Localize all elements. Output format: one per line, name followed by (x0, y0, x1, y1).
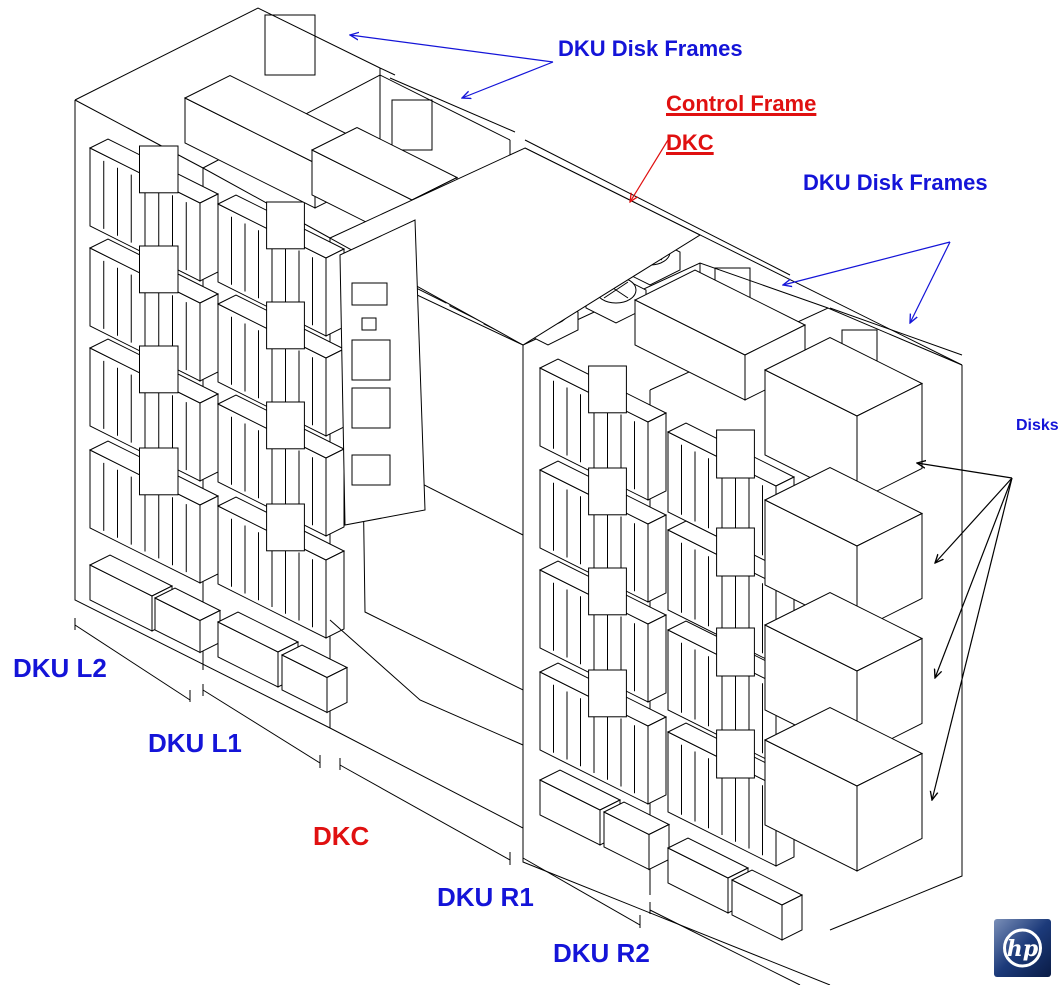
dku-disk-frames-right-label: DKU Disk Frames (803, 170, 988, 195)
control-frame-label: Control Frame (666, 91, 817, 116)
disk-drawer (216, 496, 346, 639)
dkc-top-panel (328, 147, 702, 346)
cabinet-top-left-edge (74, 7, 381, 101)
control-frame-dkc-label: DKC (666, 130, 714, 155)
disks-arrow-4 (932, 477, 1013, 800)
frame-r2-right-edge (829, 365, 963, 931)
disk-drawer (88, 440, 220, 584)
bracket-r2 (649, 909, 801, 986)
disk-drawer (538, 662, 668, 805)
hp-logo-icon: hp (994, 919, 1051, 977)
dku-r2-label: DKU R2 (553, 938, 650, 968)
bracket-right-2 (829, 307, 963, 356)
disk-drawer (88, 138, 220, 282)
dkc-indicator (351, 339, 391, 381)
upper-box (633, 269, 807, 401)
back-panel (264, 14, 316, 76)
dkc-indicator (361, 317, 377, 331)
disks-arrow-2 (935, 477, 1013, 563)
bracket-l2 (74, 624, 191, 701)
dku-right-arrow-2 (910, 241, 951, 323)
disk-drawer (216, 394, 346, 537)
dkc-indicator (351, 454, 391, 486)
disk-drawer (538, 560, 668, 703)
dkc-base-line (329, 619, 524, 746)
disks-arrow-1 (917, 463, 1013, 479)
bracket-dkc (339, 764, 511, 861)
dku-l1-label: DKU L1 (148, 728, 242, 758)
dkc-label: DKC (313, 821, 370, 851)
svg-text:hp: hp (1007, 936, 1039, 962)
disk-drawer (538, 358, 668, 501)
psu-box (730, 869, 804, 941)
disk-box (763, 336, 924, 502)
bracket-right-1 (524, 139, 791, 276)
dku-disk-frames-top-label: DKU Disk Frames (558, 36, 743, 61)
psu-box (153, 587, 222, 654)
psu-box (280, 644, 349, 714)
dkc-indicator (351, 387, 391, 429)
disk-box (763, 706, 924, 872)
dku-right-arrow-1 (783, 241, 951, 285)
disks-label: Disks (1016, 417, 1059, 434)
dku-l2-label: DKU L2 (13, 653, 107, 683)
dkc-indicator (351, 282, 388, 306)
bracket-top-2 (389, 77, 516, 133)
dku-top-arrow-2 (462, 61, 554, 98)
bracket-top-1 (379, 67, 396, 76)
back-panel (391, 99, 433, 151)
bracket-l1 (202, 689, 321, 764)
disks-arrow-3 (935, 477, 1013, 678)
bracket-r1 (522, 857, 641, 926)
dku-top-arrow-1 (350, 35, 554, 63)
psu-box (602, 801, 671, 871)
dkc-arrow (630, 139, 669, 202)
dku-r1-label: DKU R1 (437, 882, 534, 912)
disk-box (763, 466, 924, 632)
